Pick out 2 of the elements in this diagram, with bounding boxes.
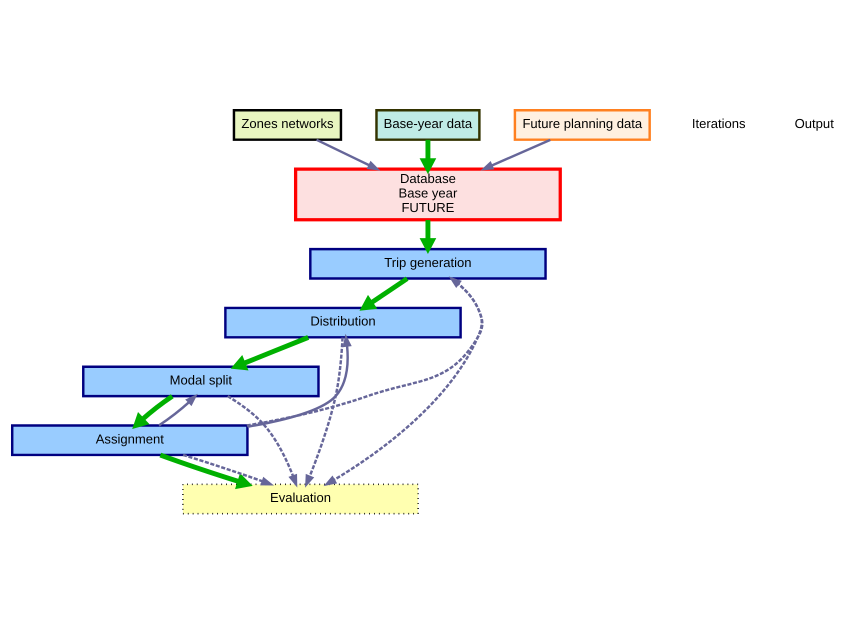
label: Output <box>794 116 834 132</box>
label: Iterations <box>692 116 746 132</box>
